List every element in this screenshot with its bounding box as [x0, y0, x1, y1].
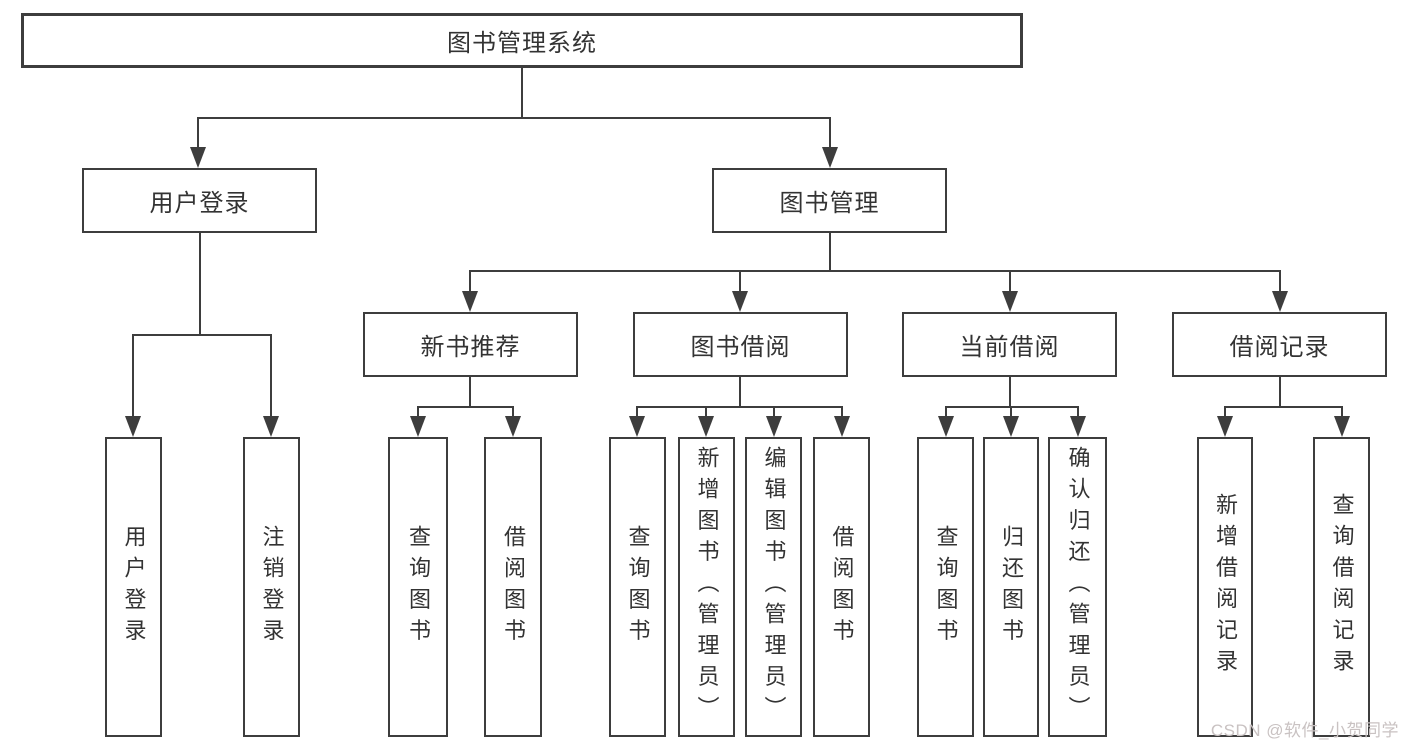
node-book-management: 图书管理: [712, 168, 947, 233]
node-book-borrowing: 图书借阅: [633, 312, 848, 377]
arrow-down-icon: [410, 416, 426, 437]
arrow-down-icon: [629, 416, 645, 437]
leaf-borrow-books: 借阅图书: [813, 437, 870, 737]
node-library-management-system: 图书管理系统: [21, 13, 1023, 68]
arrowheads: [125, 147, 1350, 437]
node-current-borrowing: 当前借阅: [902, 312, 1117, 377]
leaf-confirm-return-admin: 确认归还（管理员）: [1048, 437, 1107, 737]
arrow-down-icon: [1002, 291, 1018, 312]
arrow-down-icon: [822, 147, 838, 168]
arrow-down-icon: [732, 291, 748, 312]
leaf-borrow-books-recommend: 借阅图书: [484, 437, 542, 737]
arrow-down-icon: [125, 416, 141, 437]
leaf-edit-books-admin: 编辑图书（管理员）: [745, 437, 802, 737]
arrow-down-icon: [938, 416, 954, 437]
arrow-down-icon: [766, 416, 782, 437]
node-user-login: 用户登录: [82, 168, 317, 233]
arrow-down-icon: [505, 416, 521, 437]
leaf-query-books-recommend: 查询图书: [388, 437, 448, 737]
leaf-add-borrow-record: 新增借阅记录: [1197, 437, 1253, 737]
arrow-down-icon: [263, 416, 279, 437]
leaf-query-books-borrowing: 查询图书: [609, 437, 666, 737]
leaf-logout: 注销登录: [243, 437, 300, 737]
leaf-return-books: 归还图书: [983, 437, 1039, 737]
leaf-add-books-admin: 新增图书（管理员）: [678, 437, 735, 737]
arrow-down-icon: [462, 291, 478, 312]
node-new-book-recommend: 新书推荐: [363, 312, 578, 377]
arrow-down-icon: [1272, 291, 1288, 312]
arrow-down-icon: [1003, 416, 1019, 437]
leaf-user-login: 用户登录: [105, 437, 162, 737]
node-borrowing-records: 借阅记录: [1172, 312, 1387, 377]
arrow-down-icon: [1070, 416, 1086, 437]
arrow-down-icon: [1217, 416, 1233, 437]
csdn-watermark: CSDN @软件_小贺同学: [1210, 721, 1399, 740]
leaf-query-books-current: 查询图书: [917, 437, 974, 737]
arrow-down-icon: [1334, 416, 1350, 437]
leaf-query-borrow-record: 查询借阅记录: [1313, 437, 1370, 737]
arrow-down-icon: [190, 147, 206, 168]
arrow-down-icon: [698, 416, 714, 437]
connector-lines: [132, 68, 1343, 417]
arrow-down-icon: [834, 416, 850, 437]
